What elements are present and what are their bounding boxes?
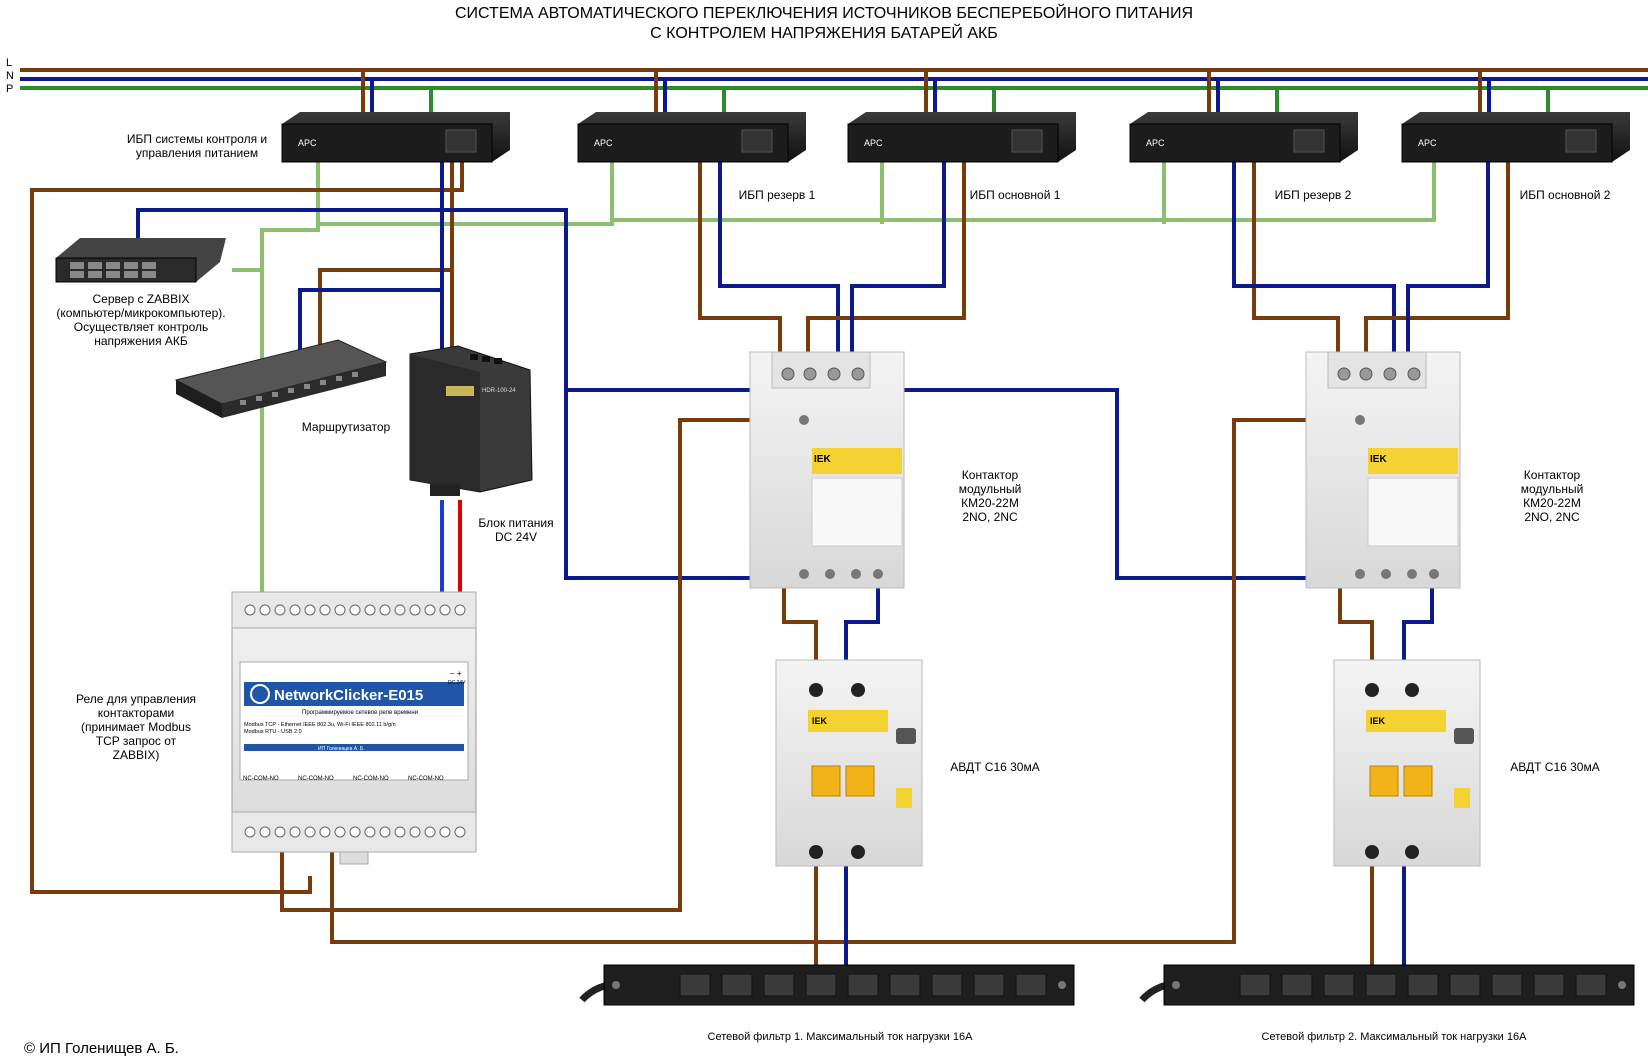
control-ups-outputs (30, 160, 1356, 894)
psu-model: HDR-100-24 (482, 388, 516, 394)
avdt-2-brand: IEK (1370, 716, 1386, 726)
contactor-1-label-line3: КМ20-22М (961, 496, 1019, 510)
contactor-2-label-line3: КМ20-22М (1523, 496, 1581, 510)
relay-name: NetworkClicker-E015 (274, 687, 423, 704)
router (174, 339, 388, 418)
bus-p-label: P (6, 83, 13, 95)
avdt-1: IEK (775, 659, 923, 867)
ups-main-1-label: ИБП основной 1 (969, 188, 1061, 202)
bus-n-label: N (6, 70, 14, 82)
ups-control-label-line2: управления питанием (135, 146, 259, 160)
pdu-2 (1139, 964, 1635, 1006)
ups-main-1: APC (847, 112, 1076, 163)
server-label-line3: Осуществляет контроль (73, 320, 209, 334)
psu-label-line2: DC 24V (494, 530, 538, 544)
relay-dc: DC 24V (448, 680, 466, 686)
zabbix-server (55, 238, 226, 283)
psu-label: Блок питания DC 24V (466, 516, 566, 544)
ups-bus-drops (361, 70, 1550, 112)
networkclicker-relay: NetworkClicker-E015 Программируемое сете… (231, 591, 477, 865)
contactor-1-label: Контактор модульный КМ20-22М 2NO, 2NC (940, 468, 1040, 524)
ups-control-label-line1: ИБП системы контроля и (126, 132, 268, 146)
apc-logo: APC (1418, 138, 1437, 148)
relay-label-line3: (принимает Modbus (81, 720, 191, 734)
ups-main-2: APC (1401, 112, 1630, 163)
contactor-1-label-line4: 2NO, 2NC (962, 510, 1018, 524)
group2-ups-to-contactor (1232, 160, 1510, 352)
apc-logo: APC (594, 138, 613, 148)
group2-load-wiring (1338, 588, 1434, 965)
psu-label-line1: Блок питания (478, 516, 554, 530)
apc-logo: APC (1146, 138, 1165, 148)
relay-label-line5: ZABBIX) (112, 748, 160, 762)
router-label: Маршрутизатор (301, 420, 391, 434)
avdt-1-label: АВДТ С16 30мА (950, 760, 1040, 774)
pdu-1 (579, 964, 1075, 1006)
ups-control: APC (281, 112, 510, 163)
group1-ups-to-contactor (698, 160, 966, 352)
diagram-title-line2: С КОНТРОЛЕМ НАПРЯЖЕНИЯ БАТАРЕЙ АКБ (650, 25, 998, 42)
relay-contacts-1: NC-COM-NO (243, 776, 279, 782)
ups-reserve-2: APC (1129, 112, 1358, 163)
relay-coil-wiring (280, 418, 1356, 944)
contactor-1-label-line1: Контактор (961, 468, 1019, 482)
server-label-line4: напряжения АКБ (94, 334, 188, 348)
server-label-line2: (компьютер/микрокомпьютер). (56, 306, 226, 320)
dc-power-supply: HDR-100-24 (409, 345, 533, 496)
avdt-2: IEK (1333, 659, 1481, 867)
contactor-1-brand: IEK (814, 454, 831, 465)
dc-supply-wires (440, 500, 462, 592)
contactor-1: IEK (749, 351, 905, 589)
diagram-title-line1: СИСТЕМА АВТОМАТИЧЕСКОГО ПЕРЕКЛЮЧЕНИЯ ИСТ… (454, 5, 1194, 22)
relay-spec-1: Modbus TCP - Ethernet IEEE 802.3u, Wi-Fi… (244, 722, 396, 728)
relay-nameplate (244, 682, 464, 706)
pdu-2-label: Сетевой фильтр 2. Максимальный ток нагру… (1261, 1031, 1527, 1043)
contactor-2: IEK (1305, 351, 1461, 589)
relay-polarity: − + (450, 669, 462, 678)
avdt-1-brand: IEK (812, 716, 828, 726)
copyright: © ИП Голенищев А. Б. (24, 1040, 179, 1057)
ups-reserve-1-label: ИБП резерв 1 (738, 188, 816, 202)
relay-label-line4: TCP запрос от (95, 734, 177, 748)
ups-main-2-label: ИБП основной 2 (1519, 188, 1611, 202)
relay-contacts-3: NC-COM-NO (353, 776, 389, 782)
power-bus: L N P (6, 57, 1648, 95)
apc-logo: APC (298, 138, 317, 148)
relay-contacts-2: NC-COM-NO (298, 776, 334, 782)
relay-label-line2: контакторами (97, 706, 175, 720)
contactor-2-label: Контактор модульный КМ20-22М 2NO, 2NC (1502, 468, 1602, 524)
relay-spec-2: Modbus RTU - USB 2.0 (244, 729, 302, 735)
pdu-1-label: Сетевой фильтр 1. Максимальный ток нагру… (707, 1031, 973, 1043)
ups-control-label: ИБП системы контроля и управления питани… (112, 132, 282, 160)
bus-l-label: L (6, 57, 12, 69)
contactor-2-label-line2: модульный (1520, 482, 1584, 496)
relay-logo-icon (250, 684, 270, 704)
server-label: Сервер с ZABBIX (компьютер/микрокомпьюте… (46, 292, 236, 348)
ups-reserve-2-label: ИБП резерв 2 (1274, 188, 1352, 202)
contactor-2-label-line4: 2NO, 2NC (1524, 510, 1580, 524)
group1-load-wiring (782, 588, 880, 965)
signal-network (232, 160, 1436, 600)
relay-subtitle: Программируемое сетевое реле времени (302, 710, 418, 716)
relay-contacts-4: NC-COM-NO (408, 776, 444, 782)
relay-label: Реле для управления контакторами (приним… (66, 692, 206, 762)
contactor-1-label-line2: модульный (958, 482, 1022, 496)
contactor-2-label-line1: Контактор (1523, 468, 1581, 482)
ups-reserve-1: APC (577, 112, 806, 163)
avdt-2-label: АВДТ С16 30мА (1510, 760, 1600, 774)
apc-logo: APC (864, 138, 883, 148)
relay-label-line1: Реле для управления (75, 692, 197, 706)
contactor-2-brand: IEK (1370, 454, 1387, 465)
server-label-line1: Сервер с ZABBIX (92, 292, 190, 306)
relay-maker: ИП Голенищев А. Б. (318, 746, 365, 752)
